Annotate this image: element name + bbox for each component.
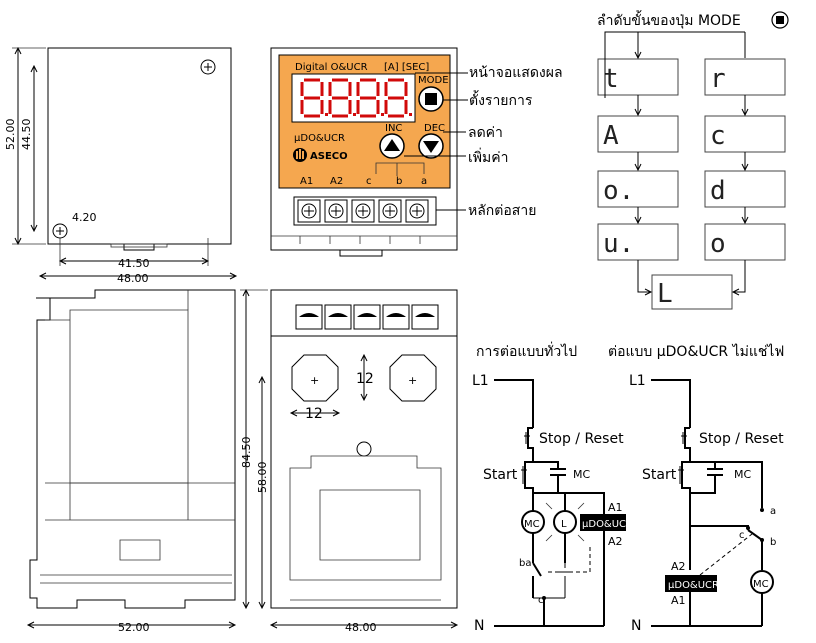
dim-pitch-h: 12 bbox=[305, 406, 323, 422]
term-label-a2: A2 bbox=[330, 176, 343, 187]
wg-mc-aux: MC bbox=[573, 468, 590, 481]
wg-c: c bbox=[538, 595, 544, 606]
wn-c: c bbox=[739, 530, 745, 541]
wiring-general-title: การต่อแบบทั่วไป bbox=[476, 342, 577, 360]
wiring-general: การต่อแบบทั่วไป L1 N Stop / Reset Start … bbox=[472, 342, 633, 634]
lcd-o-dot bbox=[597, 170, 679, 208]
lcd-o-dot-text: o. bbox=[603, 176, 634, 206]
callout-display: หน้าจอแสดงผล bbox=[469, 65, 563, 81]
lcd-L-text: L bbox=[657, 279, 673, 309]
dim-pitch-v: 12 bbox=[356, 371, 374, 387]
wn-device-label: μDO&UCR bbox=[668, 580, 719, 591]
callout-terminal: หลักต่อสาย bbox=[468, 203, 536, 219]
svg-text:+: + bbox=[310, 374, 319, 387]
wn-a1: A1 bbox=[671, 594, 686, 607]
back-view: 4.20 52.00 44.50 41.50 48.00 bbox=[4, 46, 238, 285]
dec-button[interactable] bbox=[418, 133, 444, 159]
term-label-c: c bbox=[366, 176, 372, 187]
lcd-r-text: r bbox=[710, 64, 726, 94]
lcd-t bbox=[597, 58, 679, 96]
dim-w-inner: 41.50 bbox=[118, 257, 150, 270]
inc-label: INC bbox=[385, 123, 402, 134]
term-label-b: b bbox=[396, 176, 402, 187]
inc-button[interactable] bbox=[379, 133, 405, 159]
panel-header: Digital O&UCR bbox=[295, 62, 368, 73]
dim-back-h1: 52.00 bbox=[4, 119, 17, 151]
lcd-A bbox=[597, 115, 679, 153]
lcd-o bbox=[704, 223, 786, 261]
lcd-L bbox=[651, 274, 733, 310]
dim-hole: 4.20 bbox=[72, 211, 97, 224]
wg-start: Start bbox=[483, 467, 518, 483]
wg-a2: A2 bbox=[608, 535, 623, 548]
triangle-up-icon bbox=[384, 139, 400, 151]
wiring-no-power-title: ต่อแบบ μDO&UCR ไม่แช่ไฟ bbox=[608, 343, 784, 360]
wn-b: b bbox=[770, 537, 776, 548]
side-view: 52.00 bbox=[26, 289, 237, 634]
mode-label: MODE bbox=[418, 75, 449, 86]
wg-stop-reset: Stop / Reset bbox=[539, 431, 624, 447]
mode-button[interactable] bbox=[418, 86, 444, 112]
terminal-block bbox=[293, 196, 437, 226]
lcd-d-text: d bbox=[710, 176, 726, 206]
dec-label: DEC bbox=[424, 123, 445, 134]
wn-a: a bbox=[770, 506, 776, 517]
term-label-a1: A1 bbox=[300, 176, 313, 187]
wg-ba: ba bbox=[519, 558, 531, 569]
wg-l1: L1 bbox=[472, 373, 489, 389]
mount-hole-icon bbox=[200, 59, 216, 75]
wn-a2: A2 bbox=[671, 560, 686, 573]
brand-logo bbox=[293, 148, 307, 162]
display-digits bbox=[300, 78, 412, 118]
wn-stop-reset: Stop / Reset bbox=[699, 431, 784, 447]
wg-device-label: μDO&UCR bbox=[582, 519, 633, 530]
wg-device bbox=[580, 514, 626, 531]
wn-device bbox=[665, 575, 717, 592]
wg-mc-coil: MC bbox=[524, 519, 540, 530]
dim-back-h2: 44.50 bbox=[20, 119, 33, 151]
lcd-A-text: A bbox=[603, 121, 619, 151]
lcd-t-text: t bbox=[603, 64, 619, 94]
mode-seq-title: ลำดับขั้นของปุ่ม MODE bbox=[597, 10, 741, 29]
dim-bottom-w: 48.00 bbox=[345, 621, 377, 634]
octagon-socket bbox=[389, 354, 437, 402]
front-panel: Digital O&UCR [A] [SEC] MODE μDO&UCR bbox=[270, 47, 458, 257]
wn-mc-coil: MC bbox=[753, 579, 769, 590]
brand-model: μDO&UCR bbox=[294, 133, 345, 144]
lcd-u-dot-text: u. bbox=[603, 229, 634, 259]
wn-start: Start bbox=[642, 467, 677, 483]
dim-w-outer: 48.00 bbox=[117, 272, 149, 285]
lcd-c-text: c bbox=[710, 121, 726, 151]
mode-sequence: ลำดับขั้นของปุ่ม MODE t A o. u. r c d o … bbox=[597, 10, 789, 310]
lcd-o-text: o bbox=[710, 229, 726, 259]
wiring-no-power: ต่อแบบ μDO&UCR ไม่แช่ไฟ L1 N Stop / Rese… bbox=[608, 343, 784, 634]
brand-name: ASECO bbox=[310, 151, 348, 162]
wn-l1: L1 bbox=[629, 373, 646, 389]
lcd-u-dot bbox=[597, 223, 679, 261]
dim-h-total: 84.50 bbox=[240, 437, 253, 469]
octagon-socket bbox=[291, 354, 339, 402]
wg-lamp: L bbox=[561, 519, 567, 530]
callout-select: ตั้งรายการ bbox=[469, 90, 533, 109]
square-icon bbox=[425, 93, 437, 105]
wn-mc-aux: MC bbox=[734, 468, 751, 481]
lcd-d bbox=[704, 170, 786, 208]
term-label-a: a bbox=[421, 176, 427, 187]
panel-unit: [A] [SEC] bbox=[384, 62, 429, 73]
wg-n: N bbox=[474, 618, 484, 634]
triangle-down-icon bbox=[423, 141, 439, 153]
bottom-view: + + 12 12 84.50 58.00 48.00 bbox=[240, 288, 459, 634]
wg-a1: A1 bbox=[608, 501, 623, 514]
callout-increase: เพิ่มค่า bbox=[468, 148, 508, 166]
wn-n: N bbox=[631, 618, 641, 634]
callouts: หน้าจอแสดงผล ตั้งรายการ ลดค่า เพิ่มค่า ห… bbox=[404, 65, 563, 219]
callout-decrease: ลดค่า bbox=[468, 125, 503, 141]
svg-text:+: + bbox=[408, 374, 417, 387]
dim-side-w: 52.00 bbox=[118, 621, 150, 634]
dim-h-inner: 58.00 bbox=[256, 462, 269, 494]
